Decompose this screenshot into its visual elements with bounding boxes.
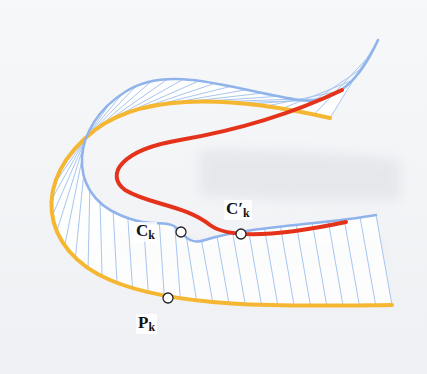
ruling-line	[328, 222, 343, 306]
ruling-line	[100, 203, 102, 277]
point-label: Ck	[134, 222, 157, 242]
point-label: Pk	[136, 314, 157, 334]
point-marker	[163, 293, 173, 303]
ruling-line	[249, 231, 262, 305]
ruling-line	[128, 218, 133, 288]
ruling-line	[344, 220, 359, 306]
ruling-line	[312, 223, 326, 305]
ruling-lines	[52, 40, 392, 306]
ruling-line	[159, 223, 164, 295]
ruling-line	[282, 80, 352, 108]
ruling-line	[187, 238, 197, 301]
offset-curve	[82, 40, 378, 242]
ruling-line	[280, 227, 294, 306]
ruling-line	[113, 212, 117, 283]
ruling-line	[296, 225, 310, 306]
point-marker	[236, 229, 246, 239]
ruling-line	[217, 237, 229, 304]
surface-fill	[52, 40, 392, 306]
surface-fill	[52, 40, 392, 306]
ruling-line	[266, 91, 340, 106]
point-label: C′k	[224, 200, 252, 220]
ruling-line	[202, 241, 213, 302]
center-curve	[117, 90, 346, 234]
ruling-line	[65, 160, 82, 246]
ruling-line	[376, 215, 392, 305]
ruling-line	[75, 175, 83, 257]
back-shade	[200, 150, 400, 200]
ruling-line	[360, 218, 376, 306]
ruling-line	[233, 233, 245, 304]
point-marker	[176, 227, 186, 237]
ruling-line	[88, 190, 90, 268]
ruling-line	[264, 229, 277, 306]
